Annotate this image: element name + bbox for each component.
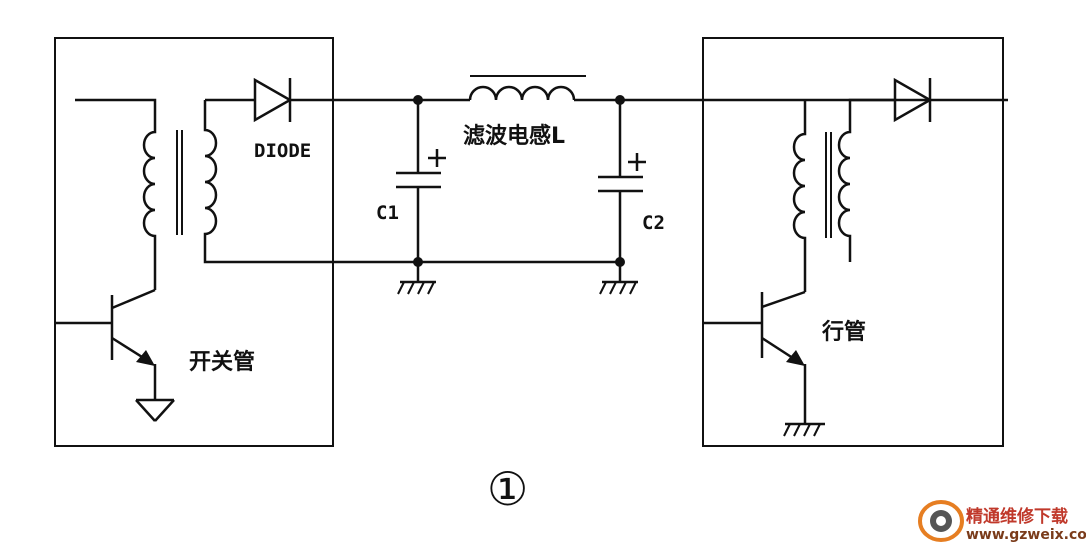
diode-label: DIODE <box>254 140 312 162</box>
diode-left-triangle <box>253 77 293 123</box>
eye-logo-icon <box>918 500 964 542</box>
line-transistor <box>703 290 807 424</box>
line-stage-box <box>702 37 1004 447</box>
c1-plus-sign <box>428 149 446 167</box>
c1-label: C1 <box>376 202 399 224</box>
secondary-winding-right <box>837 98 895 262</box>
switch-stage-box <box>54 37 334 447</box>
diode-right-triangle <box>893 77 933 123</box>
figure-number: ① <box>487 462 529 516</box>
ground-icon-line-transistor <box>783 422 825 437</box>
c2-label: C2 <box>642 212 665 234</box>
ground-icon-c1 <box>397 262 436 295</box>
filter-inductor <box>468 85 576 101</box>
c2-plus-sign <box>628 153 646 171</box>
inductor-label: 滤波电感L <box>463 124 566 149</box>
secondary-winding-left <box>203 100 418 264</box>
primary-winding-left <box>75 98 157 290</box>
watermark-url[interactable]: www.gzweix.com <box>966 527 1086 543</box>
ground-triangle-icon <box>135 398 175 422</box>
watermark-title: 精通维修下载 <box>966 507 1068 527</box>
primary-winding-right <box>792 100 807 292</box>
ground-icon-c2 <box>599 262 638 295</box>
switch-tube-label: 开关管 <box>189 350 256 375</box>
line-tube-label: 行管 <box>822 320 867 345</box>
switch-transistor <box>55 288 157 400</box>
